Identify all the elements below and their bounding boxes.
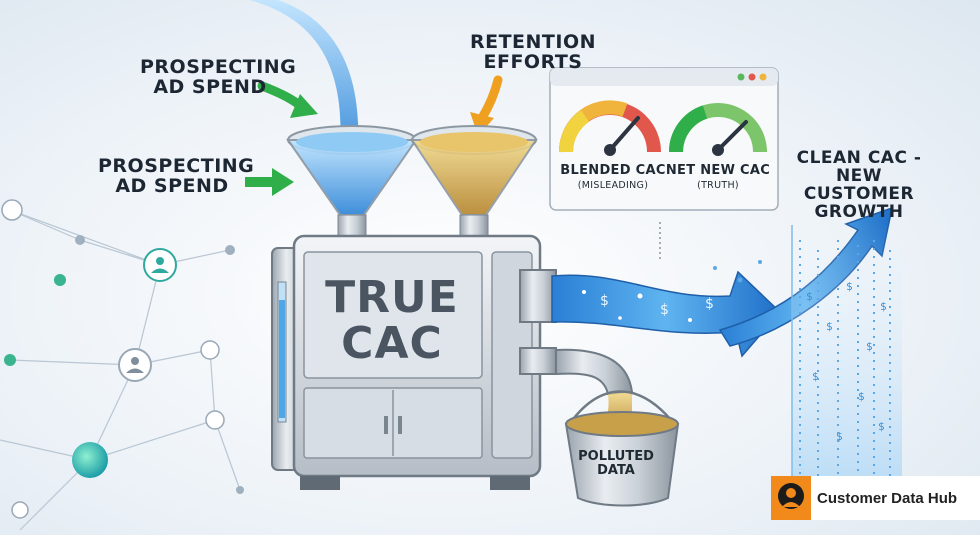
svg-text:$: $ — [880, 300, 887, 313]
machine-title-line2: CAC — [341, 318, 443, 369]
bucket-label-line: DATA — [597, 463, 635, 479]
net-new-gauge — [668, 103, 767, 156]
label-line: PROSPECTING — [98, 155, 255, 177]
label-prospecting-side: PROSPECTING AD SPEND — [98, 155, 255, 197]
svg-text:$: $ — [878, 420, 885, 433]
brand-logo-icon — [771, 476, 811, 520]
label-clean-cac: CLEAN CAC - NEW CUSTOMER GROWTH — [792, 148, 926, 222]
svg-text:$: $ — [806, 290, 813, 303]
svg-text:$: $ — [826, 320, 833, 333]
blended-gauge-caption: BLENDED CAC (MISLEADING) — [558, 163, 668, 191]
network-nodes — [1, 199, 244, 519]
blended-gauge — [558, 100, 661, 156]
bucket — [564, 390, 680, 507]
svg-text:$: $ — [600, 293, 609, 309]
brand-badge[interactable]: Customer Data Hub — [771, 476, 980, 520]
svg-text:$: $ — [836, 430, 843, 443]
label-line: AD SPEND — [115, 174, 229, 197]
net-new-gauge-caption: NET NEW CAC (TRUTH) — [663, 163, 773, 191]
label-line: GROWTH — [814, 201, 904, 222]
svg-text:$: $ — [812, 370, 819, 383]
svg-text:$: $ — [705, 296, 714, 312]
brand-name: Customer Data Hub — [817, 489, 958, 507]
label-line: AD SPEND — [153, 75, 267, 98]
net-new-gauge-label: NET NEW CAC — [665, 163, 771, 178]
data-column: $ $ $ $ $ $ $ $ $ — [791, 220, 902, 520]
label-line: CLEAN CAC - — [796, 148, 922, 168]
svg-text:$: $ — [846, 280, 853, 293]
blended-gauge-sublabel: (MISLEADING) — [577, 180, 649, 191]
machine-title-line1: TRUE — [325, 272, 459, 323]
label-retention: RETENTION EFFORTS — [468, 31, 598, 73]
label-line: RETENTION — [469, 31, 597, 53]
arrow-green-top — [257, 81, 318, 118]
label-line: EFFORTS — [483, 50, 583, 73]
blended-gauge-label: BLENDED CAC — [560, 163, 666, 178]
net-new-gauge-sublabel: (TRUTH) — [697, 180, 739, 191]
svg-text:$: $ — [660, 302, 669, 318]
arrow-green-side — [245, 168, 294, 196]
funnel-clean — [286, 125, 418, 238]
bucket-label: POLLUTED DATA — [576, 449, 656, 479]
gauge-panel — [549, 67, 779, 211]
bucket-label-line: POLLUTED — [578, 449, 654, 464]
machine-body — [271, 234, 542, 490]
label-line: NEW CUSTOMER — [803, 165, 915, 204]
svg-text:$: $ — [866, 340, 873, 353]
label-line: PROSPECTING — [140, 56, 297, 78]
funnel-retention — [410, 125, 538, 238]
label-prospecting-top: PROSPECTING AD SPEND — [140, 56, 297, 98]
svg-text:$: $ — [858, 390, 865, 403]
